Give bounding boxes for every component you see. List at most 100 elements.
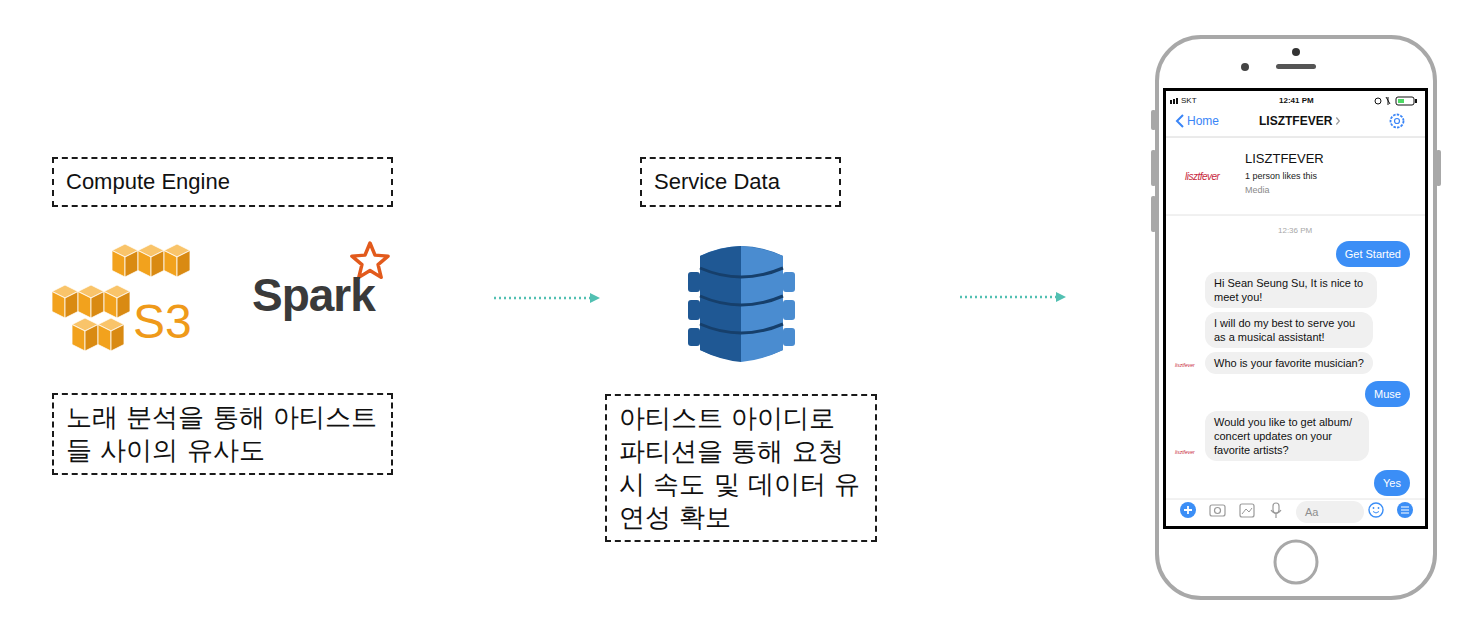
phone-body	[1275, 541, 1317, 583]
nav-link: Home	[1187, 115, 1219, 127]
page-logo: lisztfever	[1185, 172, 1219, 182]
timestamp: 12:36 PM	[1278, 227, 1312, 235]
chat-bubble-bot: I will do my best to serve you as a musi…	[1205, 312, 1373, 348]
node-text: Get Started	[1345, 247, 1401, 261]
status-text: SKT	[1181, 97, 1197, 105]
dynamodb-icon	[688, 300, 700, 320]
s3-logo	[117, 292, 130, 319]
s3-logo	[151, 251, 164, 278]
nav-bar-icons	[1166, 137, 1425, 138]
section-title: Service Data	[640, 157, 841, 207]
dynamodb-icon	[688, 246, 795, 362]
phone-body	[1436, 150, 1441, 186]
node-text: I will do my best to serve you as a musi…	[1214, 316, 1364, 344]
nav-bar-icons	[1177, 115, 1183, 127]
status-bar-icons	[1415, 99, 1417, 103]
s3-logo	[65, 292, 78, 319]
phone-body	[1157, 37, 1435, 598]
phone-body	[1151, 110, 1156, 130]
s3-logo	[138, 251, 151, 278]
node-text: Muse	[1374, 387, 1401, 401]
status-bar-icons	[1375, 98, 1381, 104]
s3-logo	[78, 292, 91, 319]
chat-bubble-user: Get Started	[1336, 241, 1410, 267]
composer-icons	[1369, 503, 1383, 517]
node-text: Hi Sean Seung Su, It is nice to meet you…	[1214, 276, 1368, 304]
logo-text: Spark	[252, 272, 375, 318]
chat-bubble-bot: Who is your favorite musician?	[1205, 352, 1373, 374]
status-bar-icons	[1170, 97, 1417, 105]
status-bar-icons	[1170, 100, 1172, 104]
s3-logo	[91, 292, 104, 319]
node-text: Service Data	[654, 168, 827, 196]
logo-text: S3	[133, 298, 192, 346]
flow-arrow	[590, 293, 600, 303]
node-text: Aa	[1305, 505, 1355, 519]
composer-icons	[1184, 506, 1192, 514]
dynamodb-icon	[688, 272, 700, 292]
composer-icons	[1180, 502, 1196, 518]
avatar-logo: lisztfever	[1175, 363, 1195, 368]
chat-bubble-bot: Hi Sean Seung Su, It is nice to meet you…	[1205, 272, 1377, 308]
status-bar-icons	[1386, 97, 1390, 105]
flow-arrow	[960, 292, 1066, 302]
node-text: Yes	[1383, 476, 1401, 490]
dynamodb-icon	[783, 300, 795, 320]
phone-body	[1151, 37, 1441, 598]
flow-arrow	[494, 297, 592, 300]
nav-title: LISZTFEVER	[1259, 115, 1332, 127]
phone-body	[1151, 150, 1156, 186]
phone-body	[1292, 48, 1300, 56]
dynamodb-icon	[783, 328, 795, 346]
status-bar-icons	[1176, 98, 1178, 104]
page-category: Media	[1245, 186, 1270, 195]
composer-icons	[1240, 504, 1254, 517]
flow-arrow	[960, 296, 1058, 299]
avatar-logo: lisztfever	[1175, 450, 1195, 455]
dynamodb-icon	[700, 268, 783, 277]
composer-icons	[1378, 507, 1380, 509]
dynamodb-icon	[783, 272, 795, 292]
composer-icons	[1373, 512, 1379, 514]
chat-bubble-user: Muse	[1365, 381, 1410, 407]
status-bar-icons	[1173, 99, 1175, 104]
composer-icons	[1271, 510, 1281, 518]
composer-icons	[1373, 507, 1375, 509]
nav-bar-icons	[1336, 118, 1339, 125]
s3-logo	[104, 292, 117, 319]
composer-icons	[1273, 503, 1279, 513]
chat-bubble-bot: Would you like to get album/ concert upd…	[1205, 411, 1369, 461]
composer-icons	[1166, 499, 1425, 500]
s3-logo	[177, 251, 190, 278]
s3-logo	[112, 251, 125, 278]
description-box: 아티스트 아이디로 파티션을 통해 요청 시 속도 및 데이터 유연성 확보	[605, 394, 877, 542]
node-text: Who is your favorite musician?	[1214, 356, 1364, 370]
s3-logo	[52, 292, 65, 319]
description-box: 노래 분석을 통해 아티스트들 사이의 유사도	[52, 393, 393, 475]
s3-logo	[111, 325, 124, 352]
dynamodb-icon	[700, 324, 783, 333]
status-bar-icons	[1396, 97, 1414, 105]
node-text: 아티스트 아이디로 파티션을 통해 요청 시 속도 및 데이터 유연성 확보	[619, 402, 863, 534]
nav-bar-icons	[1166, 115, 1425, 216]
composer-icons	[1397, 502, 1413, 518]
s3-logo	[125, 251, 138, 278]
composer-icons	[1242, 508, 1252, 514]
dynamodb-icon	[688, 328, 700, 346]
phone-body	[1166, 91, 1425, 526]
s3-logo	[98, 325, 111, 352]
section-title: Compute Engine	[52, 157, 393, 207]
node-text: Would you like to get album/ concert upd…	[1214, 415, 1360, 457]
node-text: 노래 분석을 통해 아티스트들 사이의 유사도	[66, 401, 379, 467]
nav-bar-icons	[1395, 119, 1400, 124]
s3-logo	[72, 325, 85, 352]
nav-bar-icons	[1166, 215, 1425, 216]
status-bar-icons	[1398, 99, 1404, 103]
message-input: Aa	[1296, 501, 1364, 523]
chat-bubble-user: Yes	[1374, 470, 1410, 496]
composer-icons	[1401, 507, 1409, 513]
flow-arrow	[1056, 292, 1066, 302]
phone-body	[1163, 88, 1428, 529]
composer-icons	[1215, 508, 1221, 514]
phone-body	[1241, 63, 1249, 71]
